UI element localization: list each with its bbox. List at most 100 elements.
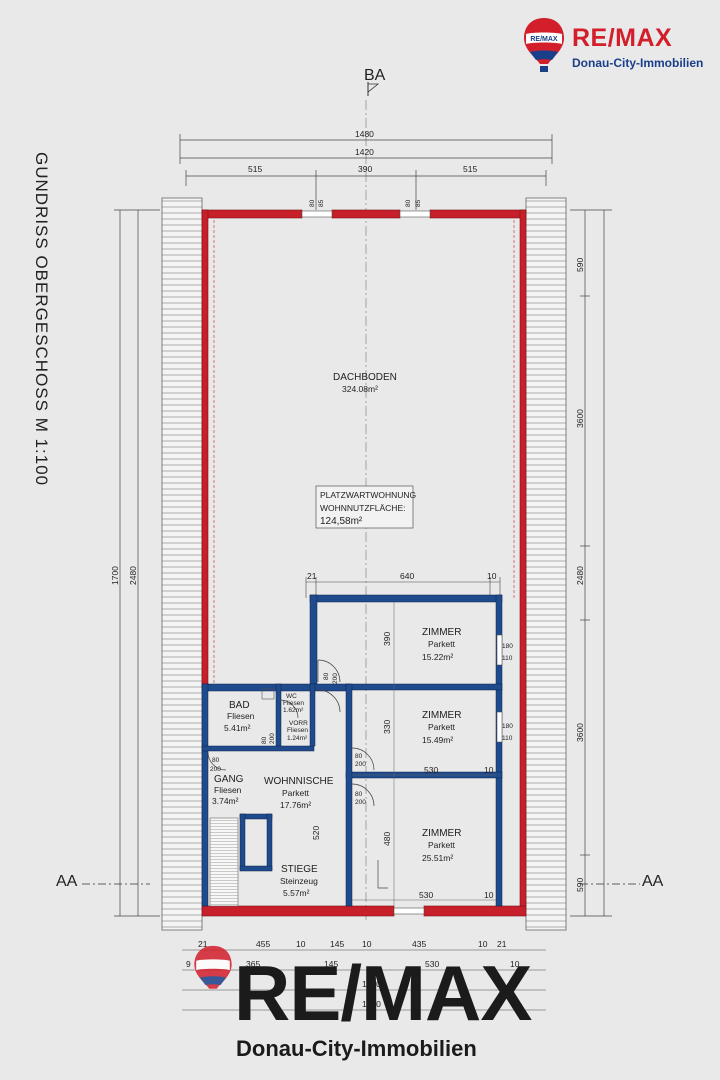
hot-air-balloon-icon: RE/MAX: [524, 18, 564, 72]
dimension-left: [114, 209, 160, 917]
dim-bottom-2-d: 530: [425, 959, 439, 969]
section-mark-right: AA: [642, 873, 664, 890]
dim-top-total: 1480: [355, 129, 374, 139]
room-gang-area: 3.74m²: [212, 796, 239, 806]
outer-walls: [201, 209, 527, 917]
dim-zimmer-h1: 390: [382, 632, 392, 646]
dim-bottom-2-b: 365: [246, 959, 260, 969]
dim-bottom-1-f: 435: [412, 939, 426, 949]
dim-zimmer-width2-right: 10: [484, 890, 494, 900]
section-mark-left: AA: [56, 873, 78, 890]
hot-air-balloon-icon: [194, 945, 232, 989]
dim-top-seg-2: 390: [358, 164, 372, 174]
plan-title: GUNDRISS OBERGESCHOSS M 1:100: [32, 152, 51, 486]
dimension-right: [570, 209, 612, 917]
apartment-note-box: [315, 485, 414, 529]
dim-bottom-1-b: 455: [256, 939, 270, 949]
dim-apt-top-left: 21: [307, 571, 317, 581]
room-zimmer1-name: ZIMMER: [422, 627, 461, 638]
dim-window-a-1: 80: [309, 199, 316, 207]
room-dachboden-area: 324.08m²: [342, 384, 378, 394]
room-wc-name: WC: [286, 693, 297, 700]
door-label-1a: 80: [323, 672, 330, 680]
dim-zimmer-win2-a: 180: [502, 723, 513, 730]
door-label-4a: 80: [212, 757, 220, 764]
dim-right-mid1: 3600: [575, 409, 585, 428]
dim-bottom-3: 1420: [362, 979, 381, 989]
dim-bottom-1-e: 10: [362, 939, 372, 949]
dim-left-inner: 2480: [128, 566, 138, 585]
room-zimmer3-area: 25.51m²: [422, 853, 453, 863]
room-wohnnische-floor: Parkett: [282, 788, 310, 798]
door-label-2b: 200: [355, 761, 366, 768]
room-stiege-name: STIEGE: [281, 864, 318, 875]
dim-apt-top-width: 640: [400, 571, 414, 581]
door-label-4b: 200: [210, 766, 221, 773]
balloon-text: RE/MAX: [530, 36, 558, 43]
room-vorr-area: 1.24m²: [287, 735, 308, 742]
door-label-5a: 80: [261, 736, 268, 744]
apartment-note-line2: WOHNNUTZFLÄCHE:: [320, 503, 405, 513]
dim-bottom-1-a: 21: [198, 939, 208, 949]
room-dachboden-name: DACHBODEN: [333, 372, 397, 383]
dim-zimmer-win2-b: 110: [502, 735, 513, 742]
dimension-top: [179, 134, 553, 210]
room-zimmer1-floor: Parkett: [428, 639, 456, 649]
roof-slope-left: [161, 197, 203, 931]
dim-apt-top-right: 10: [487, 571, 497, 581]
dim-zimmer-h2: 330: [382, 720, 392, 734]
apartment-note-line1: PLATZWARTWOHNUNG: [320, 490, 416, 500]
staircase: [209, 817, 239, 907]
room-vorr-floor: Fliesen: [287, 727, 308, 734]
dim-top-inner: 1420: [355, 147, 374, 157]
room-zimmer2-floor: Parkett: [428, 722, 456, 732]
dim-wn-height: 520: [311, 826, 321, 840]
room-zimmer2-area: 15.49m²: [422, 735, 453, 745]
room-gang-floor: Fliesen: [214, 785, 242, 795]
dim-left-outer: 1700: [110, 566, 120, 585]
door-swings: [207, 659, 388, 889]
room-vorr-name: VORR: [289, 720, 308, 727]
door-label-1b: 200: [332, 673, 339, 684]
logo-subtitle: Donau-City-Immobilien: [572, 56, 704, 70]
watermark-brand: RE/MAX: [234, 949, 532, 1037]
dim-right-lower: 590: [575, 878, 585, 892]
dim-bottom-1-d: 145: [330, 939, 344, 949]
room-zimmer1-area: 15.22m²: [422, 652, 453, 662]
logo-brand: RE/MAX: [572, 24, 673, 52]
dim-top-seg-1: 515: [248, 164, 262, 174]
dim-zimmer-h3: 480: [382, 832, 392, 846]
room-zimmer2-name: ZIMMER: [422, 710, 461, 721]
dim-zimmer-width1-right: 10: [484, 765, 494, 775]
room-wohnnische-name: WOHNNISCHE: [264, 776, 334, 787]
room-zimmer3-name: ZIMMER: [422, 828, 461, 839]
room-gang-name: GANG: [214, 774, 244, 785]
dim-window-b-2: 85: [415, 199, 422, 207]
roof-slope-right: [525, 197, 567, 931]
top-windows: [301, 210, 431, 915]
room-wc-area: 1.62m²: [283, 707, 304, 714]
dim-zimmer-win1-b: 110: [502, 655, 513, 662]
dim-right-upper: 590: [575, 258, 585, 272]
dim-right-mid3: 3600: [575, 723, 585, 742]
room-wc-floor: Fliesen: [283, 700, 304, 707]
door-label-3a: 80: [355, 791, 363, 798]
dim-window-b-1: 80: [405, 199, 412, 207]
apartment-walls: [201, 594, 503, 907]
dim-zimmer-win1-a: 180: [502, 643, 513, 650]
dim-right-mid2: 2480: [575, 566, 585, 585]
bathtub: [261, 688, 275, 700]
dim-bottom-1-h: 21: [497, 939, 507, 949]
watermark-subtitle: Donau-City-Immobilien: [236, 1036, 477, 1061]
dim-bottom-2-a: 9: [186, 959, 191, 969]
remax-watermark: RE/MAX Donau-City-Immobilien: [186, 940, 532, 1075]
section-mark-top: BA: [364, 67, 386, 84]
apartment-note-line3: 124,58m²: [320, 516, 363, 527]
door-label-2a: 80: [355, 753, 363, 760]
room-wohnnische-area: 17.76m²: [280, 800, 311, 810]
dim-window-a-2: 85: [318, 199, 325, 207]
dim-bottom-2-e: 10: [510, 959, 520, 969]
dim-bottom-2-c: 145: [324, 959, 338, 969]
dim-bottom-4: 1480: [362, 999, 381, 1009]
